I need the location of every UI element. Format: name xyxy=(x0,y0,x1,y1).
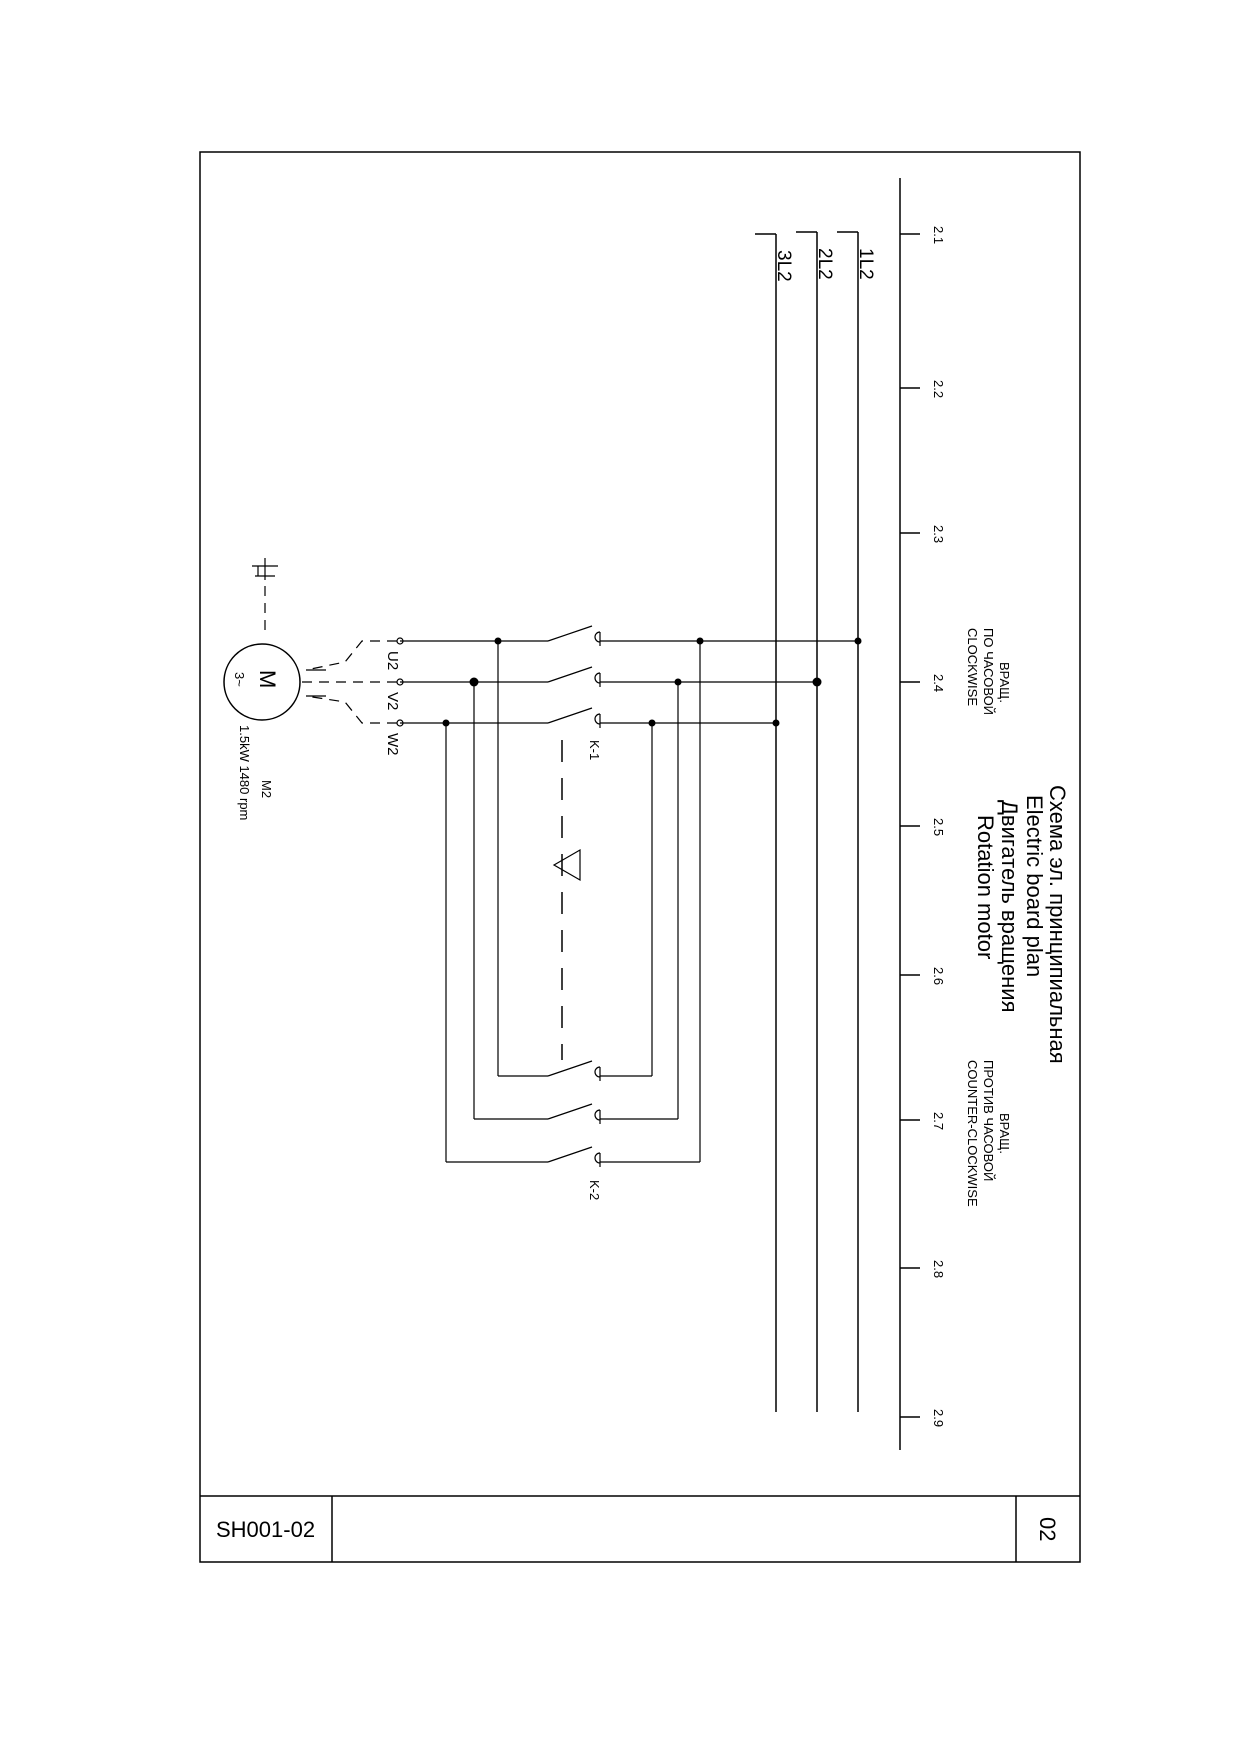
column-label-2-7: 2.7 xyxy=(931,1112,946,1130)
contactor-k1 xyxy=(400,625,858,728)
counterclockwise-label-1: ВРАЩ. xyxy=(997,1113,1012,1154)
column-label-2-6: 2.6 xyxy=(931,967,946,985)
drawing-number: SH001-02 xyxy=(216,1517,315,1542)
sheet-number: 02 xyxy=(1035,1517,1060,1541)
clockwise-label-2: ПО ЧАСОВОЙ xyxy=(981,628,996,715)
motor-phase: 3~ xyxy=(232,672,247,687)
contactor-k1-label: K-1 xyxy=(587,740,602,760)
column-label-2-5: 2.5 xyxy=(931,818,946,836)
column-label-2-9: 2.9 xyxy=(931,1409,946,1427)
junction-dots xyxy=(442,637,862,727)
earth-ground-symbol xyxy=(252,558,278,630)
contactor-k2 xyxy=(446,1060,700,1167)
terminal-w2: W2 xyxy=(384,733,401,756)
terminal-u2: U2 xyxy=(384,651,401,670)
motor-letter: M xyxy=(255,670,280,688)
subtitle-en: Rotation motor xyxy=(973,815,998,959)
column-label-2-8: 2.8 xyxy=(931,1260,946,1278)
column-label-2-4: 2.4 xyxy=(931,674,946,692)
counterclockwise-label-2: ПРОТИВ ЧАСОВОЙ xyxy=(981,1060,996,1181)
contactor-k2-label: K-2 xyxy=(587,1180,602,1200)
subtitle-ru: Двигатель вращения xyxy=(997,800,1022,1013)
motor-leads xyxy=(300,640,397,724)
column-markers xyxy=(900,233,920,1418)
column-label-2-2: 2.2 xyxy=(931,380,946,398)
counterclockwise-label-3: COUNTER-CLOCKWISE xyxy=(965,1060,980,1207)
bus-label-1l2: 1L2 xyxy=(855,248,876,280)
motor-symbol xyxy=(223,643,301,721)
title-ru: Схема эл. принципиальная xyxy=(1045,785,1070,1064)
interlock-symbol xyxy=(552,848,581,882)
clockwise-label-3: CLOCKWISE xyxy=(965,628,980,706)
terminal-v2: V2 xyxy=(384,692,401,710)
bus-label-3l2: 3L2 xyxy=(773,250,794,282)
clockwise-label-1: ВРАЩ. xyxy=(997,662,1012,703)
motor-rating: 1.5kW 1480 rpm xyxy=(237,725,252,820)
column-label-2-1: 2.1 xyxy=(931,226,946,244)
motor-tag: M2 xyxy=(259,780,274,798)
bus-label-2l2: 2L2 xyxy=(814,248,835,280)
column-label-2-3: 2.3 xyxy=(931,525,946,543)
reversing-wiring xyxy=(445,641,701,1162)
drawing-frame xyxy=(199,151,1081,1563)
title-en: Electric board plan xyxy=(1022,795,1047,977)
